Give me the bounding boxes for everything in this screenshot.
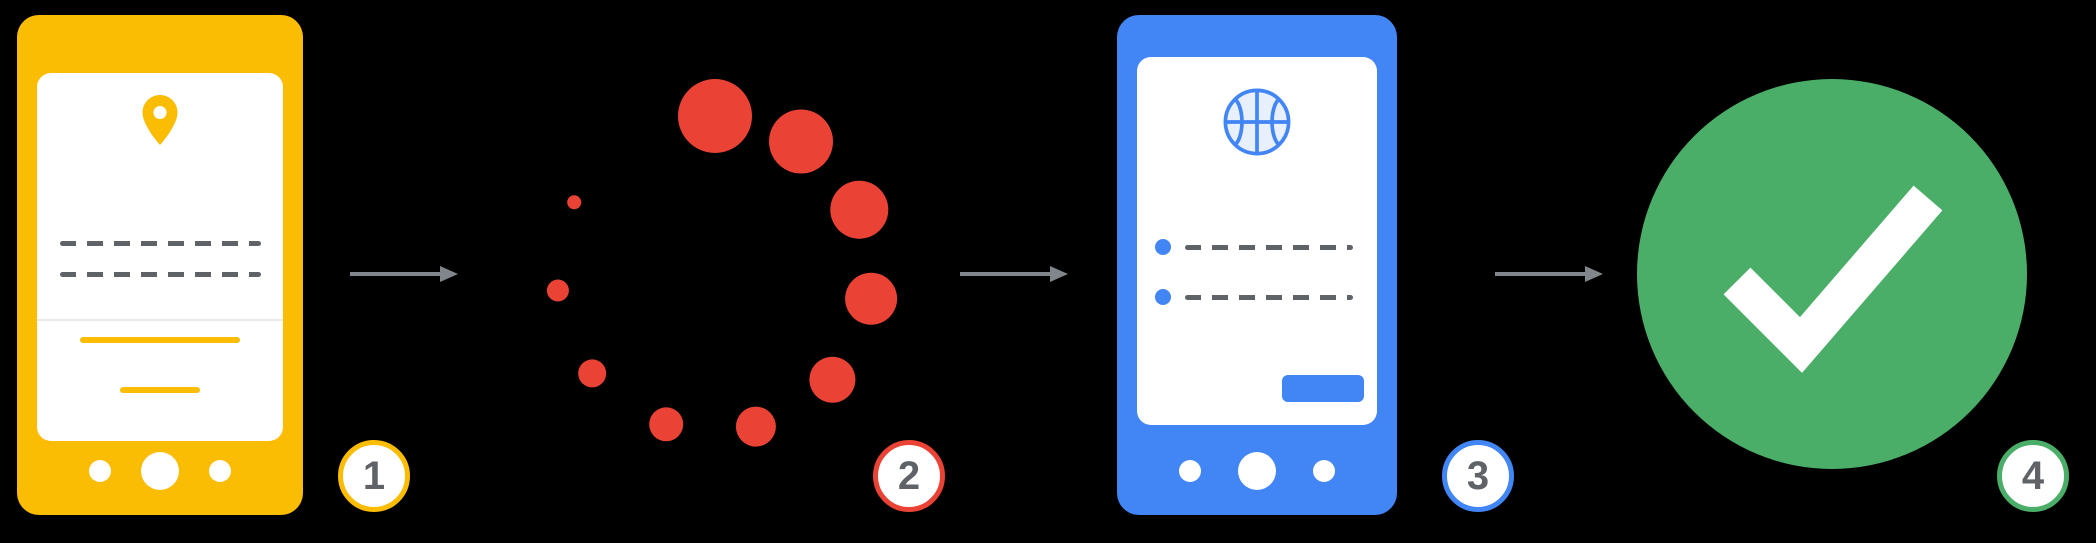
location-pin-icon	[142, 95, 178, 145]
nav-dot	[1238, 452, 1276, 490]
nav-dot	[89, 460, 111, 482]
step3-phone-screen	[1137, 57, 1377, 425]
text-placeholder-line	[1185, 295, 1353, 300]
step-3-number: 3	[1466, 454, 1490, 498]
arrow-right-icon	[350, 266, 458, 282]
text-placeholder-line	[1185, 245, 1353, 250]
action-placeholder-line	[120, 387, 200, 393]
button-placeholder	[1282, 375, 1364, 402]
arrow-right-icon	[960, 266, 1068, 282]
basketball-icon	[1223, 88, 1291, 156]
step-1-badge: 1	[338, 440, 410, 512]
step-1-number: 1	[362, 454, 386, 498]
nav-dot	[209, 460, 231, 482]
text-placeholder-line	[60, 241, 261, 246]
step-2-badge: 2	[873, 440, 945, 512]
text-placeholder-line	[60, 272, 261, 277]
nav-dot	[1179, 460, 1201, 482]
success-circle	[1637, 79, 2027, 469]
step1-phone-screen	[37, 73, 283, 441]
step1-phone-mockup	[17, 15, 303, 515]
nav-dot	[1313, 460, 1335, 482]
screen-divider	[37, 319, 283, 321]
step-3-badge: 3	[1442, 440, 1514, 512]
nav-dot	[141, 452, 179, 490]
step-4-badge: 4	[1997, 440, 2069, 512]
loading-spinner-icon	[546, 79, 898, 447]
step-4-number: 4	[2021, 454, 2045, 498]
checkmark-icon	[1723, 185, 1943, 373]
step3-phone-mockup	[1117, 15, 1397, 515]
arrow-right-icon	[1495, 266, 1603, 282]
list-bullet	[1155, 239, 1171, 255]
action-placeholder-line	[80, 337, 240, 343]
list-bullet	[1155, 289, 1171, 305]
step-2-number: 2	[897, 454, 921, 498]
